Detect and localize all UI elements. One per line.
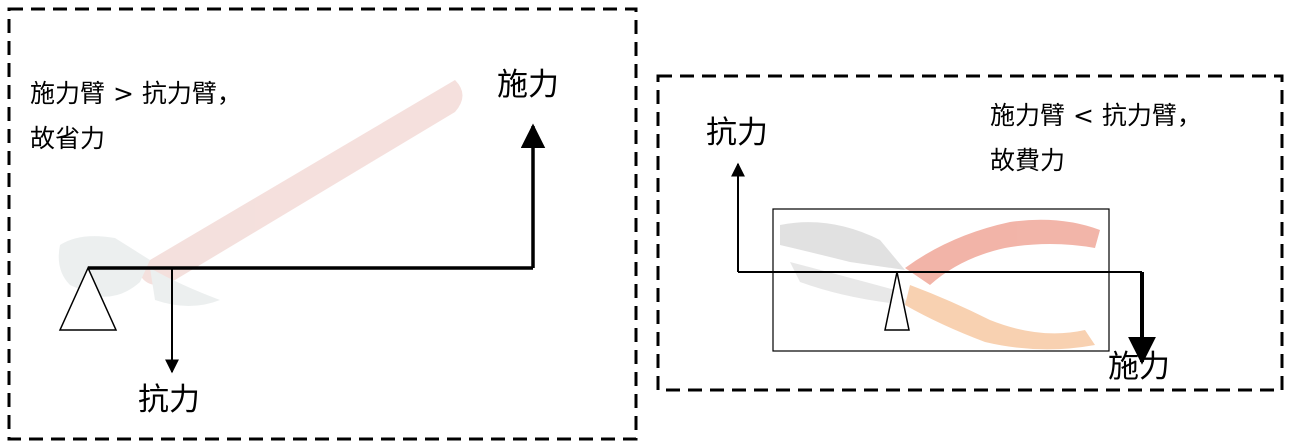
hammer-illustration <box>58 80 463 306</box>
right-load-label: 抗力 <box>706 115 768 151</box>
right-description-line1: 施力臂 < 抗力臂， <box>990 101 1202 130</box>
left-panel-hammer <box>7 7 638 441</box>
left-load-label: 抗力 <box>138 382 200 418</box>
left-effort-label: 施力 <box>497 67 559 103</box>
left-description-line2: 故省力 <box>30 124 106 153</box>
right-effort-label: 施力 <box>1108 349 1170 385</box>
right-fulcrum <box>884 271 910 331</box>
right-panel-border <box>656 74 1284 392</box>
left-description-line1: 施力臂 > 抗力臂， <box>30 79 242 108</box>
left-fulcrum <box>58 266 118 331</box>
right-description-line2: 故費力 <box>990 146 1066 175</box>
left-panel-border <box>7 7 638 441</box>
right-panel-pliers <box>656 74 1284 392</box>
